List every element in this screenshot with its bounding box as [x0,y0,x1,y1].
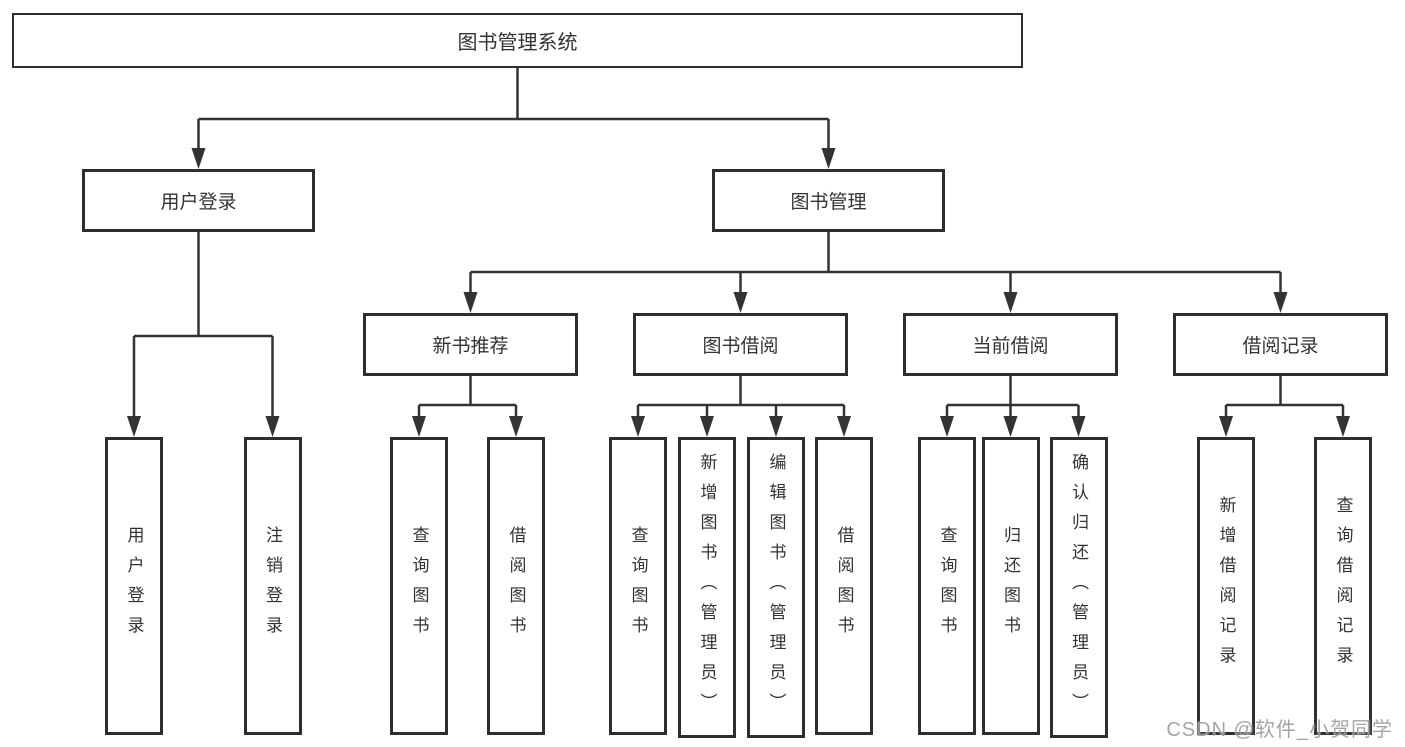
node-book-borrow: 图书借阅 [633,313,848,376]
leaf-label: 借阅图书 [506,526,526,646]
node-user-login: 用户登录 [82,169,315,232]
leaf-edit-book-admin: 编辑图书（管理员） [747,437,805,738]
leaf-label: 编辑图书（管理员） [766,452,786,723]
leaf-label: 归还图书 [1001,526,1020,646]
node-current-borrow: 当前借阅 [903,313,1118,376]
node-label: 图书管理 [790,192,867,213]
leaf-query-books-3: 查询图书 [918,437,976,735]
leaf-query-books-2: 查询图书 [609,437,667,735]
node-borrow-records: 借阅记录 [1173,313,1388,376]
leaf-query-books: 查询图书 [390,437,448,735]
leaf-query-borrow-record: 查询借阅记录 [1314,437,1372,735]
leaf-label: 新增借阅记录 [1216,496,1236,676]
leaf-add-book-admin: 新增图书（管理员） [678,437,736,738]
leaf-label: 查询图书 [937,526,957,646]
node-label: 当前借阅 [972,336,1049,357]
node-label: 借阅记录 [1242,336,1319,357]
leaf-return-book: 归还图书 [981,437,1040,735]
leaf-label: 用户登录 [124,526,144,646]
leaf-logout: 注销登录 [243,437,302,735]
leaf-user-login: 用户登录 [105,437,163,735]
leaf-label: 新增图书（管理员） [697,452,717,723]
leaf-confirm-return-admin: 确认归还（管理员） [1049,437,1108,738]
watermark: CSDN @软件_小贺同学 [1166,719,1393,741]
node-new-book-recommend: 新书推荐 [363,313,578,376]
leaf-label: 查询图书 [409,526,429,646]
leaf-label: 查询图书 [628,526,648,646]
node-label: 新书推荐 [432,336,509,357]
node-library-management-system: 图书管理系统 [12,13,1023,68]
node-label: 图书借阅 [702,336,779,357]
node-label: 用户登录 [160,192,237,213]
leaf-label: 确认归还（管理员） [1069,452,1088,723]
leaf-borrow-books: 借阅图书 [487,437,545,735]
leaf-label: 查询借阅记录 [1333,496,1353,676]
node-book-management: 图书管理 [712,169,945,232]
leaf-label: 借阅图书 [834,526,854,646]
leaf-borrow-books-2: 借阅图书 [815,437,873,735]
leaf-add-borrow-record: 新增借阅记录 [1197,437,1255,735]
leaf-label: 注销登录 [263,526,282,646]
node-label: 图书管理系统 [457,32,578,54]
